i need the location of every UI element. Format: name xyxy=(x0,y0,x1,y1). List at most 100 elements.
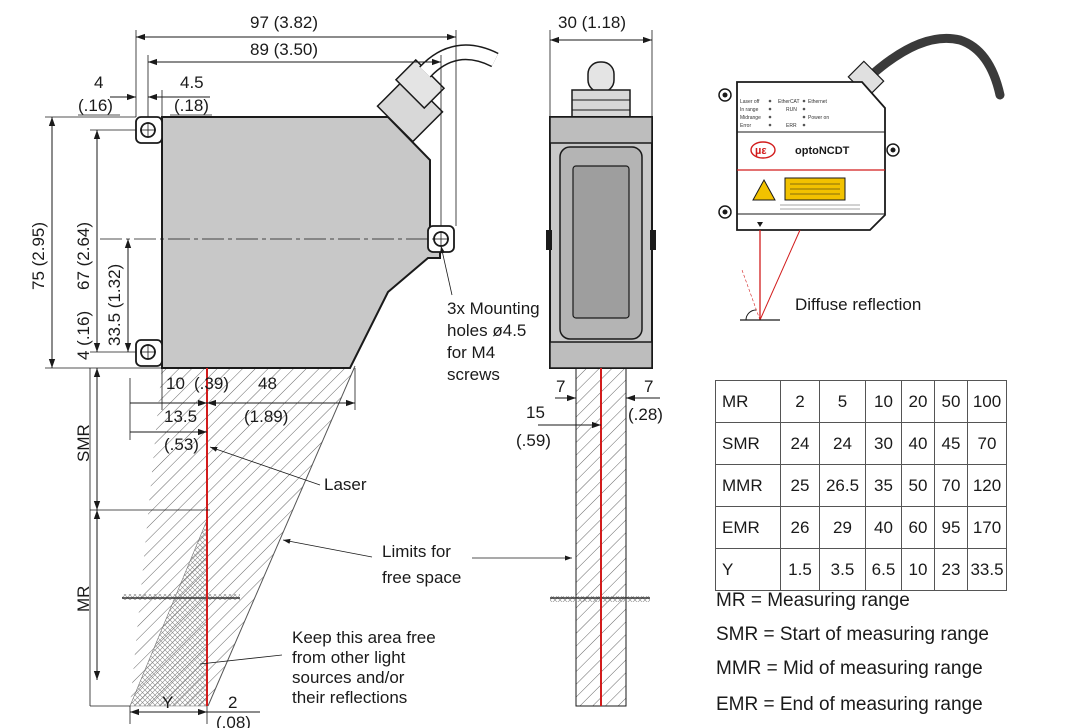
table-cell: 24 xyxy=(780,422,820,465)
dim-side-15: 15 xyxy=(526,403,545,422)
dim-4-inch: (.16) xyxy=(78,96,113,115)
dim-side-7b-inch: (.28) xyxy=(628,405,663,424)
limits-label: Limits for xyxy=(382,542,451,561)
dim-10: 10 xyxy=(166,374,185,393)
table-cell: 10 xyxy=(865,380,902,423)
logo-icon xyxy=(750,141,776,159)
svg-text:EtherCAT: EtherCAT xyxy=(778,99,800,105)
table-row-label: MR xyxy=(715,380,781,423)
table-cell: 24 xyxy=(819,422,866,465)
table-cell: 25 xyxy=(780,464,820,507)
legend-mmr: MMR = Mid of measuring range xyxy=(716,658,983,679)
table-cell: 40 xyxy=(865,506,902,549)
dim-2: 2 xyxy=(228,693,237,712)
svg-text:screws: screws xyxy=(447,365,500,384)
svg-text:Midrange: Midrange xyxy=(740,115,761,121)
table-cell: 26.5 xyxy=(819,464,866,507)
svg-text:Power on: Power on xyxy=(808,115,829,121)
table-cell: 20 xyxy=(901,380,935,423)
svg-text:In range: In range xyxy=(740,107,759,113)
dim-13-5: 13.5 xyxy=(164,407,197,426)
table-cell: 70 xyxy=(967,422,1007,465)
table-cell: 1.5 xyxy=(780,548,820,591)
table-cell: 26 xyxy=(780,506,820,549)
dim-height-4: 4 (.16) xyxy=(74,311,93,360)
dim-4-5: 4.5 xyxy=(180,73,204,92)
keep-free-label: Keep this area free xyxy=(292,628,436,647)
table-cell: 70 xyxy=(934,464,968,507)
dim-side-7b: 7 xyxy=(644,377,653,396)
table-cell: 29 xyxy=(819,506,866,549)
front-view: 97 (3.82) 89 (3.50) 4 (.16) 4.5 (.18) 75… xyxy=(29,13,572,728)
table-cell: 170 xyxy=(967,506,1007,549)
dim-48-inch: (1.89) xyxy=(244,407,288,426)
table-cell: 2 xyxy=(780,380,820,423)
cable-gland xyxy=(376,44,499,143)
sensor-housing xyxy=(161,116,441,369)
svg-text:Laser off: Laser off xyxy=(740,99,760,105)
svg-text:for M4: for M4 xyxy=(447,343,495,362)
dim-height-33-5: 33.5 (1.32) xyxy=(105,264,124,346)
svg-text:holes ø4.5: holes ø4.5 xyxy=(447,321,526,340)
table-cell: 60 xyxy=(901,506,935,549)
dim-2-inch: (.08) xyxy=(216,713,251,728)
table-cell: 50 xyxy=(934,380,968,423)
table-cell: 45 xyxy=(934,422,968,465)
sensor-illustration: Laser off In range Midrange Error EtherC… xyxy=(718,33,1005,321)
dim-smr: SMR xyxy=(74,424,93,462)
side-view: 30 (1.18) 7 7 (.28) 15 (.59) xyxy=(516,13,663,707)
table-cell: 40 xyxy=(901,422,935,465)
dim-height-67: 67 (2.64) xyxy=(74,222,93,290)
dim-48: 48 xyxy=(258,374,277,393)
dim-side-30: 30 (1.18) xyxy=(558,13,626,32)
dim-4-5-inch: (.18) xyxy=(174,96,209,115)
table-cell: 95 xyxy=(934,506,968,549)
table-cell: 10 xyxy=(901,548,935,591)
table-row-label: Y xyxy=(715,548,781,591)
table-cell: 35 xyxy=(865,464,902,507)
table-row-label: MMR xyxy=(715,464,781,507)
dim-10-inch: (.39) xyxy=(194,374,229,393)
table-cell: 50 xyxy=(901,464,935,507)
svg-text:ERR: ERR xyxy=(786,123,797,129)
dim-width-97: 97 (3.82) xyxy=(250,13,318,32)
table-cell: 23 xyxy=(934,548,968,591)
table-cell: 5 xyxy=(819,380,866,423)
svg-text:free space: free space xyxy=(382,568,461,587)
laser-warning-icon xyxy=(752,178,776,201)
table-row-label: EMR xyxy=(715,506,781,549)
sensor-brand: optoNCDT xyxy=(795,145,850,157)
dim-13-5-inch: (.53) xyxy=(164,435,199,454)
dim-side-7a: 7 xyxy=(556,377,565,396)
legend-smr: SMR = Start of measuring range xyxy=(716,624,989,645)
legend-emr: EMR = End of measuring range xyxy=(716,694,983,715)
laser-label: Laser xyxy=(324,475,367,494)
table-row-label: SMR xyxy=(715,422,781,465)
legend-mr: MR = Measuring range xyxy=(716,590,910,611)
table-cell: 30 xyxy=(865,422,902,465)
table-cell: 100 xyxy=(967,380,1007,423)
svg-text:Error: Error xyxy=(740,123,751,129)
dim-y: Y xyxy=(162,693,173,712)
table-cell: 33.5 xyxy=(967,548,1007,591)
svg-text:sources and/or: sources and/or xyxy=(292,668,405,687)
svg-text:their reflections: their reflections xyxy=(292,688,407,707)
table-cell: 3.5 xyxy=(819,548,866,591)
svg-text:Ethernet: Ethernet xyxy=(808,99,828,105)
mounting-holes-label: 3x Mounting xyxy=(447,299,540,318)
dim-mr: MR xyxy=(74,586,93,612)
dim-side-15-inch: (.59) xyxy=(516,431,551,450)
svg-text:RUN: RUN xyxy=(786,107,797,113)
table-cell: 120 xyxy=(967,464,1007,507)
dim-4: 4 xyxy=(94,73,103,92)
svg-text:from other light: from other light xyxy=(292,648,406,667)
diffuse-reflection-label: Diffuse reflection xyxy=(795,295,921,314)
dim-height-75: 75 (2.95) xyxy=(29,222,48,290)
dim-width-89: 89 (3.50) xyxy=(250,40,318,59)
